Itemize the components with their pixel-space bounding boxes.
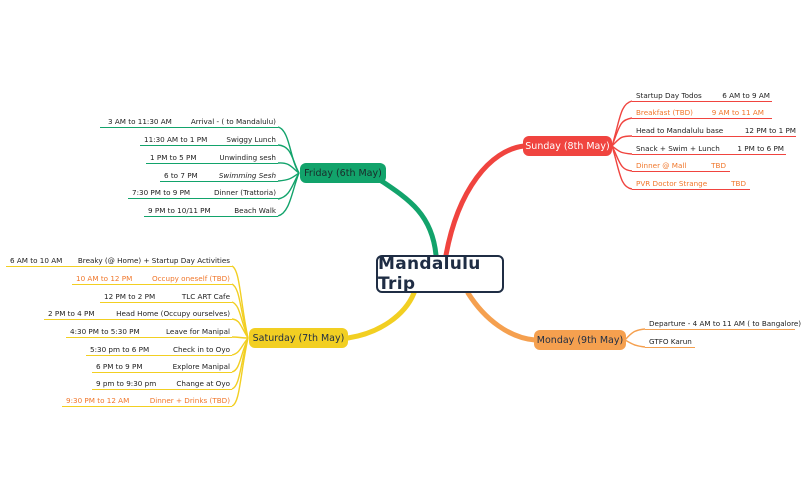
branch-sunday-label: Sunday (8th May): [525, 140, 610, 152]
branch-friday-label: Friday (6th May): [304, 167, 382, 179]
branch-saturday-label: Saturday (7th May): [252, 332, 345, 344]
monday-item-activity: Departure - 4 AM to 11 AM ( to Bangalore…: [649, 319, 802, 328]
friday-item-activity: Swiggy Lunch: [226, 135, 276, 144]
saturday-item-time: 9:30 PM to 12 AM: [66, 396, 130, 405]
saturday-item-time: 4:30 PM to 5:30 PM: [70, 327, 140, 336]
friday-item-underline: [140, 145, 278, 146]
saturday-item-activity: Head Home (Occupy ourselves): [116, 309, 230, 318]
friday-item-time: 11:30 AM to 1 PM: [144, 135, 208, 144]
sunday-item-underline: [632, 118, 772, 119]
sunday-item-activity: Breakfast (TBD): [636, 108, 693, 117]
sunday-item-time: 9 AM to 11 AM: [711, 108, 764, 117]
friday-item-underline: [146, 163, 278, 164]
branch-sunday[interactable]: Sunday (8th May): [523, 136, 612, 156]
friday-item-time: 1 PM to 5 PM: [150, 153, 197, 162]
branch-friday[interactable]: Friday (6th May): [300, 163, 386, 183]
sunday-item-activity: Snack + Swim + Lunch: [636, 144, 720, 153]
friday-item-time: 9 PM to 10/11 PM: [148, 206, 211, 215]
sunday-item-underline: [632, 154, 786, 155]
saturday-item-underline: [6, 266, 232, 267]
connector-sunday: [443, 143, 527, 258]
friday-item-underline: [160, 181, 278, 182]
saturday-subconnectors: [231, 265, 249, 407]
saturday-item-activity: Explore Manipal: [172, 362, 230, 371]
saturday-item-activity: Dinner + Drinks (TBD): [149, 396, 230, 405]
saturday-item-underline: [92, 372, 232, 373]
sunday-item-time: 12 PM to 1 PM: [744, 126, 796, 135]
sunday-item-underline: [632, 101, 772, 102]
saturday-item-time: 6 AM to 10 AM: [10, 256, 63, 265]
friday-item-activity: Arrival - ( to Mandalulu): [190, 117, 276, 126]
friday-item-time: 6 to 7 PM: [164, 171, 198, 180]
saturday-item-time: 10 AM to 12 PM: [76, 274, 133, 283]
saturday-item-underline: [44, 319, 232, 320]
saturday-item-underline: [100, 302, 232, 303]
sunday-item-underline: [632, 171, 730, 172]
saturday-item-underline: [86, 355, 232, 356]
friday-item-activity: Beach Walk: [234, 206, 276, 215]
sunday-item-time: 1 PM to 6 PM: [737, 144, 784, 153]
friday-item-underline: [144, 216, 278, 217]
saturday-item-activity: TLC ART Cafe: [181, 292, 230, 301]
saturday-item-activity: Leave for Manipal: [166, 327, 230, 336]
friday-item-activity: Dinner (Trattoria): [214, 188, 276, 197]
branch-monday-label: Monday (9th May): [536, 334, 624, 346]
friday-item-activity: Swimming Sesh: [218, 171, 276, 180]
saturday-item-activity: Change at Oyo: [176, 379, 230, 388]
connector-monday: [465, 290, 538, 343]
saturday-item-underline: [72, 284, 232, 285]
sunday-item-time: 6 AM to 9 AM: [722, 91, 770, 100]
friday-item-underline: [100, 127, 278, 128]
sunday-subconnectors: [611, 100, 633, 190]
sunday-item-activity: PVR Doctor Strange: [636, 179, 708, 188]
branch-saturday[interactable]: Saturday (7th May): [249, 328, 348, 348]
friday-subconnectors: [277, 126, 300, 217]
sunday-item-activity: Startup Day Todos: [636, 91, 702, 100]
sunday-item-activity: Dinner @ Mall: [636, 161, 687, 170]
saturday-item-underline: [92, 389, 232, 390]
friday-item-underline: [128, 198, 278, 199]
central-topic[interactable]: Mandalulu Trip: [376, 254, 504, 294]
saturday-item-underline: [66, 337, 232, 338]
friday-item-time: 3 AM to 11:30 AM: [108, 117, 172, 126]
sunday-item-activity: Head to Mandalulu base: [636, 126, 724, 135]
saturday-item-time: 9 pm to 9:30 pm: [96, 379, 157, 388]
friday-item-activity: Unwinding sesh: [219, 153, 276, 162]
monday-item-underline: [645, 347, 695, 348]
sunday-item-time: TBD: [711, 161, 726, 170]
monday-item-activity: GTFO Karun: [649, 337, 692, 346]
sunday-item-underline: [632, 136, 796, 137]
saturday-item-underline: [62, 406, 232, 407]
saturday-item-activity: Breaky (@ Home) + Startup Day Activities: [77, 256, 230, 265]
saturday-item-time: 6 PM to 9 PM: [96, 362, 143, 371]
monday-item-underline: [645, 329, 795, 330]
monday-subconnectors: [624, 328, 646, 348]
branch-monday[interactable]: Monday (9th May): [534, 330, 626, 350]
connector-friday: [377, 177, 439, 258]
saturday-item-activity: Check in to Oyo: [172, 345, 230, 354]
sunday-item-time: TBD: [731, 179, 746, 188]
friday-item-time: 7:30 PM to 9 PM: [132, 188, 191, 197]
saturday-item-activity: Occupy oneself (TBD): [151, 274, 230, 283]
saturday-item-time: 2 PM to 4 PM: [48, 309, 95, 318]
sunday-item-underline: [632, 189, 750, 190]
saturday-item-time: 5:30 pm to 6 PM: [90, 345, 150, 354]
saturday-item-time: 12 PM to 2 PM: [104, 292, 156, 301]
connector-saturday: [345, 290, 417, 341]
